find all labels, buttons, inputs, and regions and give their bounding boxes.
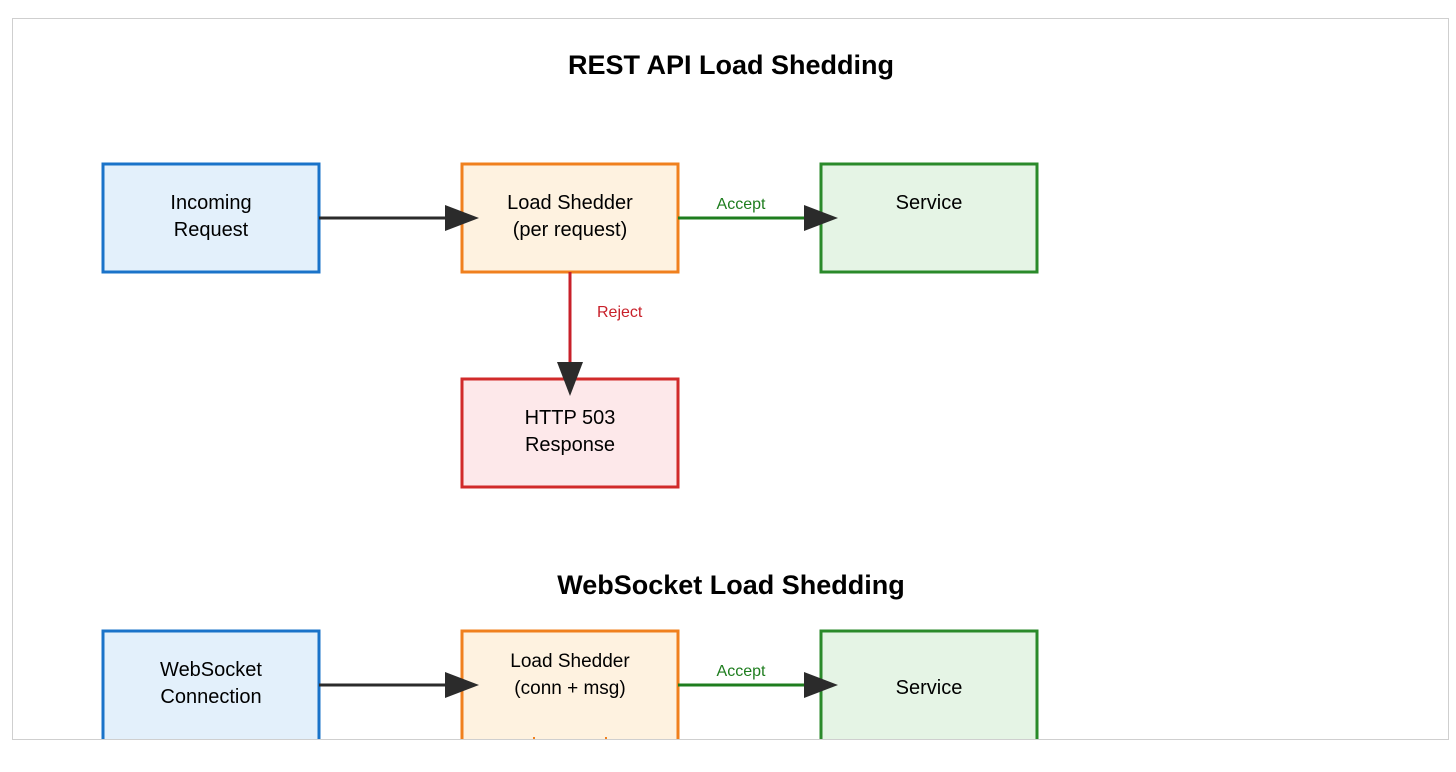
http-503-label-1: HTTP 503 (525, 407, 616, 429)
reject-label: Reject (597, 304, 643, 321)
ws-load-shedder-node: Load Shedder (conn + msg) (460, 629, 680, 739)
websocket-connection-label-1: WebSocket (160, 659, 262, 681)
arrowhead-icon (445, 672, 479, 698)
ws-load-shedder-label-1: Load Shedder (510, 651, 630, 672)
edge-shedder-to-503: Reject (557, 272, 643, 396)
incoming-request-label-2: Request (174, 219, 249, 241)
load-shedder-node: Load Shedder (per request) (460, 162, 680, 274)
rest-section-title: REST API Load Shedding (568, 50, 894, 80)
websocket-connection-node: WebSocket Connection (101, 629, 321, 739)
arrowhead-icon (445, 205, 479, 231)
diagram-canvas: REST API Load Shedding Incoming Request … (101, 50, 1039, 739)
ws-service-node: Service (819, 629, 1039, 739)
load-shedder-label-2: (per request) (513, 219, 628, 241)
edge-ws-connection-to-shedder (319, 672, 479, 698)
incoming-request-label-1: Incoming (170, 192, 251, 214)
accept-label: Accept (717, 196, 766, 213)
arrowhead-icon (557, 362, 583, 396)
ws-accept-label: Accept (717, 663, 766, 680)
ws-service-label: Service (896, 677, 963, 699)
http-503-node: HTTP 503 Response (460, 377, 680, 489)
incoming-request-node: Incoming Request (101, 162, 321, 274)
diagram-frame: REST API Load Shedding Incoming Request … (12, 18, 1449, 740)
load-shedder-label-1: Load Shedder (507, 192, 633, 214)
edge-incoming-to-shedder (319, 205, 479, 231)
service-label: Service (896, 192, 963, 214)
http-503-label-2: Response (525, 434, 615, 456)
websocket-connection-label-2: Connection (160, 686, 261, 708)
arrowhead-icon (804, 205, 838, 231)
arrowhead-icon (804, 672, 838, 698)
edge-ws-shedder-to-service: Accept (678, 663, 838, 698)
websocket-section-title: WebSocket Load Shedding (557, 570, 905, 600)
edge-shedder-to-service: Accept (678, 196, 838, 231)
service-node: Service (819, 162, 1039, 274)
ws-load-shedder-label-2: (conn + msg) (514, 678, 625, 699)
